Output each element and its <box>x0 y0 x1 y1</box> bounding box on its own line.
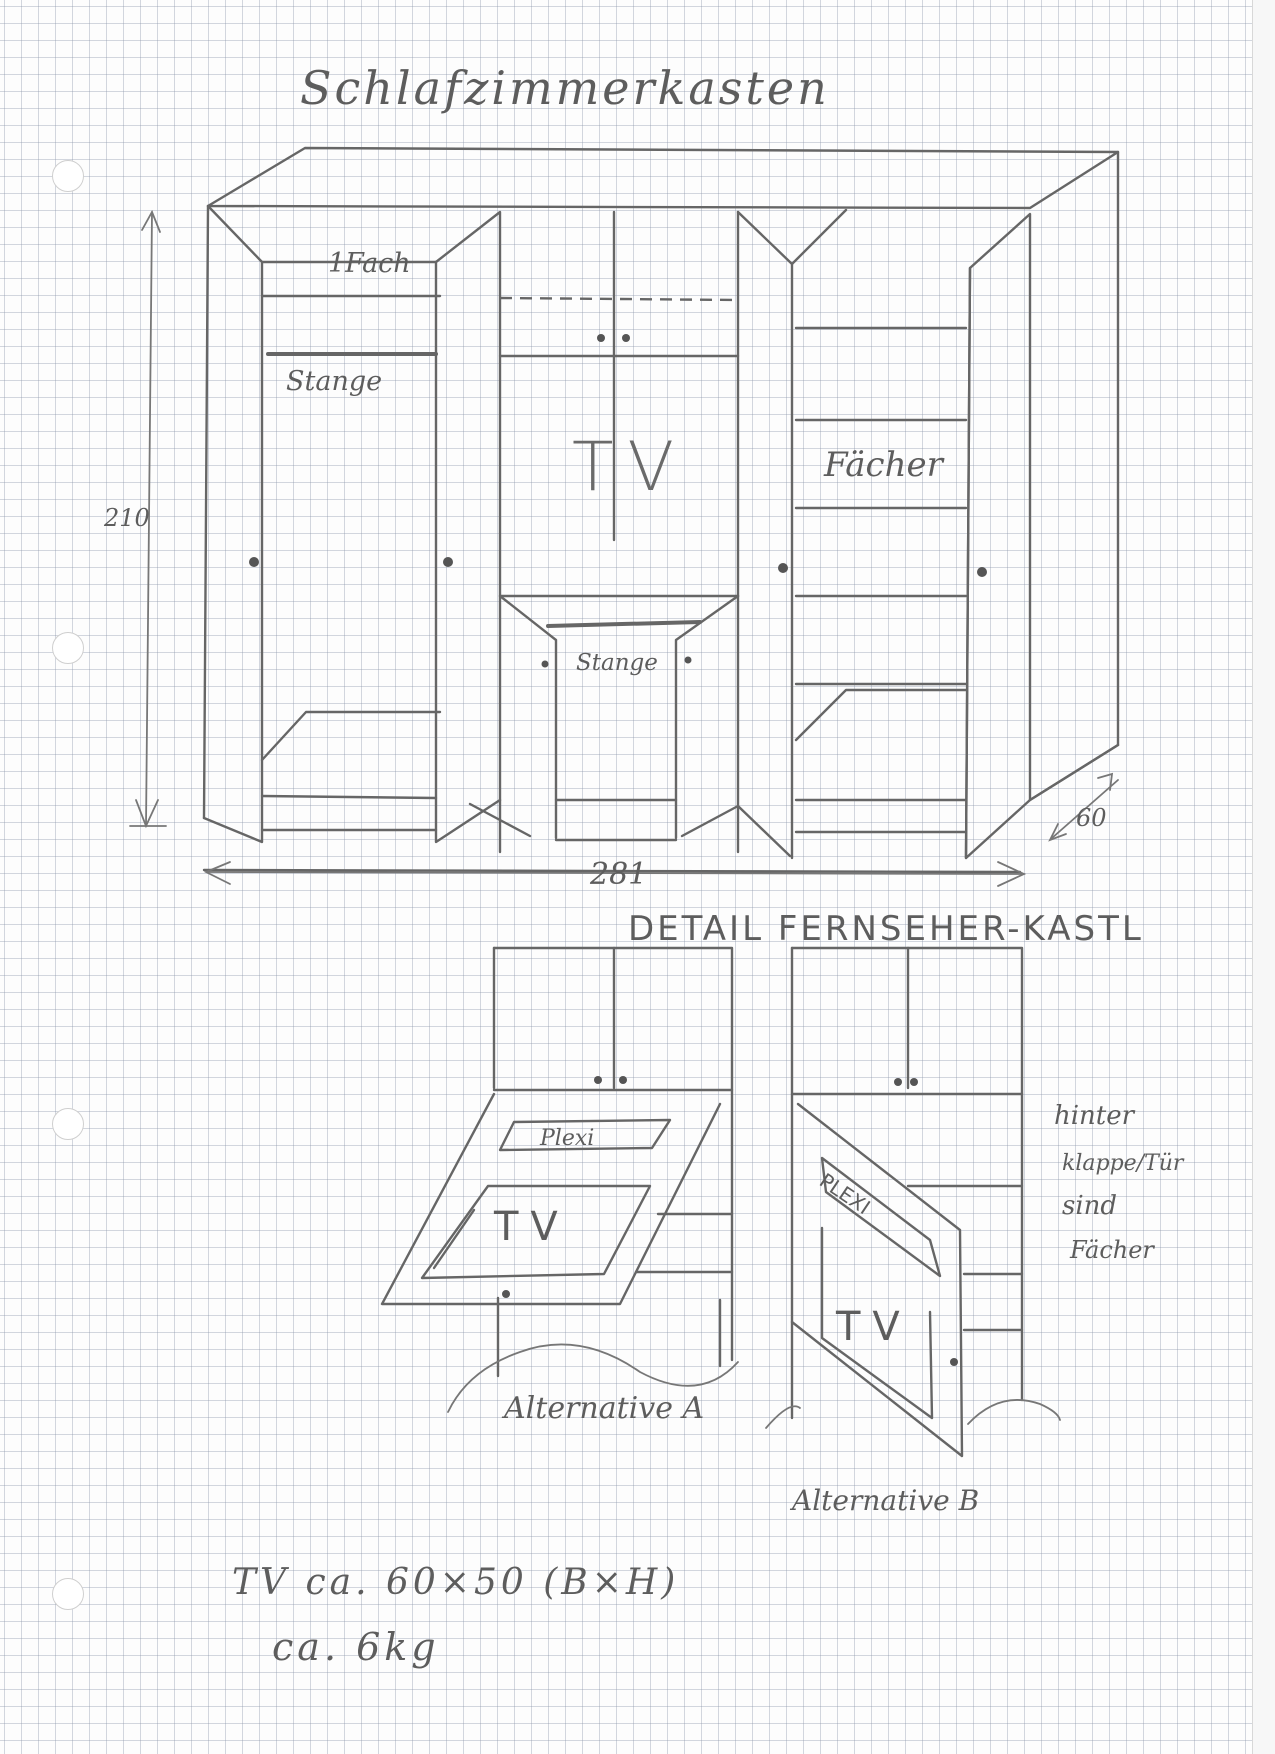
dimension-lines <box>129 209 1119 887</box>
tv-label-a: TV <box>493 1204 570 1250</box>
shelves-label: Fächer <box>823 445 945 485</box>
punch-hole <box>52 632 84 664</box>
detail-heading: DETAIL FERNSEHER-KASTL <box>628 909 1144 949</box>
side-note-line: sind <box>1062 1191 1117 1221</box>
width-dimension-label: 281 <box>589 857 647 892</box>
punch-hole <box>52 160 84 192</box>
tv-weight-note: ca. 6kg <box>272 1625 440 1669</box>
wardrobe-drawing <box>202 146 1120 874</box>
one-shelf-label: 1Fach <box>328 248 411 279</box>
side-note-line: hinter <box>1054 1101 1136 1131</box>
side-note-line: Fächer <box>1069 1236 1155 1264</box>
rod-label-center: Stange <box>576 650 658 676</box>
punch-hole <box>52 1108 84 1140</box>
punch-hole <box>52 1578 84 1610</box>
alternative-a-caption: Alternative A <box>501 1391 704 1426</box>
height-dimension-label: 210 <box>103 504 150 532</box>
tv-label-main: TV <box>572 428 688 507</box>
alternative-a-drawing <box>380 946 739 1413</box>
side-note-line: klappe/Tür <box>1062 1151 1185 1176</box>
depth-dimension-label: 60 <box>1076 804 1107 832</box>
alternative-b-drawing <box>765 946 1061 1458</box>
tv-size-note: TV ca. 60×50 (B×H) <box>232 1562 679 1603</box>
side-note: hinter klappe/Tür sind Fächer <box>1054 1101 1185 1264</box>
alternative-b-caption: Alternative B <box>789 1484 979 1517</box>
sheet-title: Schlafzimmerkasten <box>300 61 830 115</box>
plexi-label-a: Plexi <box>539 1126 594 1151</box>
tv-label-b: TV <box>835 1304 912 1350</box>
rod-label-left: Stange <box>286 366 382 397</box>
